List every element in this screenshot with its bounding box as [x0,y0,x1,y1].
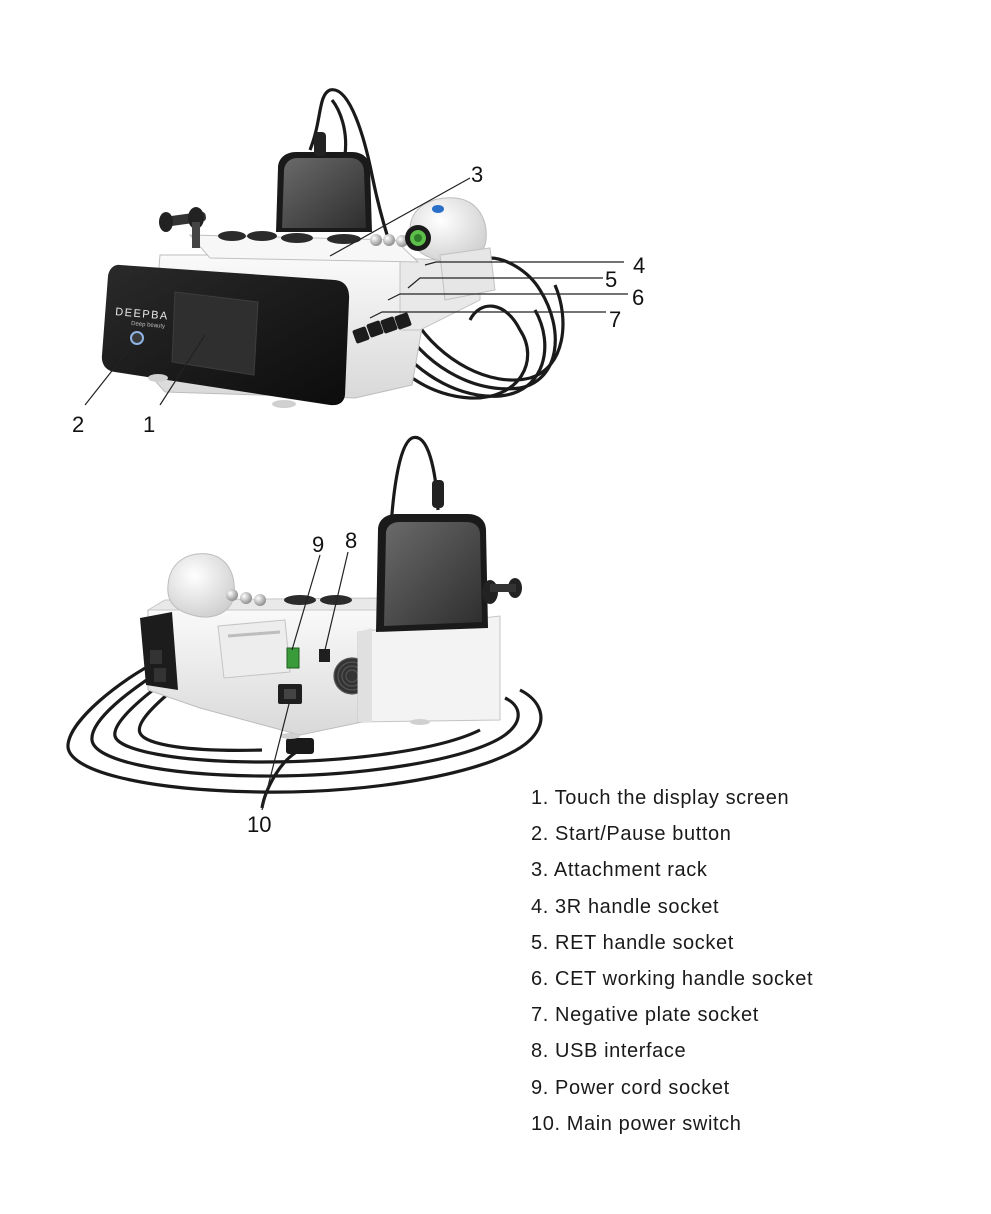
front-view-device: DEEPBA Deep beauty [101,88,565,408]
plate-holder [357,615,501,723]
legend-item: 4. 3R handle socket [531,895,720,918]
legend-item: 3. Attachment rack [531,859,708,882]
callout-2: 2 [72,412,84,437]
callout-3: 3 [471,162,483,187]
rear-view-device [66,435,543,809]
callout-leaders-top [84,177,628,406]
start-pause-button [130,331,144,345]
parts-legend: 1. Touch the display screen 2. Start/Pau… [531,780,813,1142]
usb-interface [319,649,330,662]
roller-handle [159,207,206,248]
handle-sockets [352,312,412,344]
legend-item: 7. Negative plate socket [531,1004,759,1027]
brand-name: DEEPBA [115,306,169,323]
rear-ret-handle [167,553,291,679]
power-switch [286,647,300,669]
negative-plate [276,132,372,232]
legend-item: 2. Start/Pause button [531,823,732,846]
legend-item: 9. Power cord socket [531,1076,730,1099]
callout-4: 4 [633,253,645,278]
callout-leaders-bottom [261,551,349,811]
callout-7: 7 [609,307,621,332]
legend-item: 10. Main power switch [531,1112,742,1135]
ret-handle [405,197,496,301]
rear-cables [66,435,543,809]
legend-item: 6. CET working handle socket [531,967,814,990]
legend-item: 5. RET handle socket [531,931,734,954]
legend-item: 1. Touch the display screen [531,787,790,809]
callout-10: 10 [247,812,271,837]
callout-5: 5 [605,267,617,292]
callout-1: 1 [143,412,155,437]
callout-6: 6 [632,285,644,310]
callout-8: 8 [345,528,357,553]
legend-item: 8. USB interface [531,1040,687,1063]
brand-tagline: Deep beauty [131,321,165,330]
display-screen [171,291,259,376]
attachment-rack [188,231,420,263]
rear-negative-plate [376,480,488,632]
callout-9: 9 [312,532,324,557]
